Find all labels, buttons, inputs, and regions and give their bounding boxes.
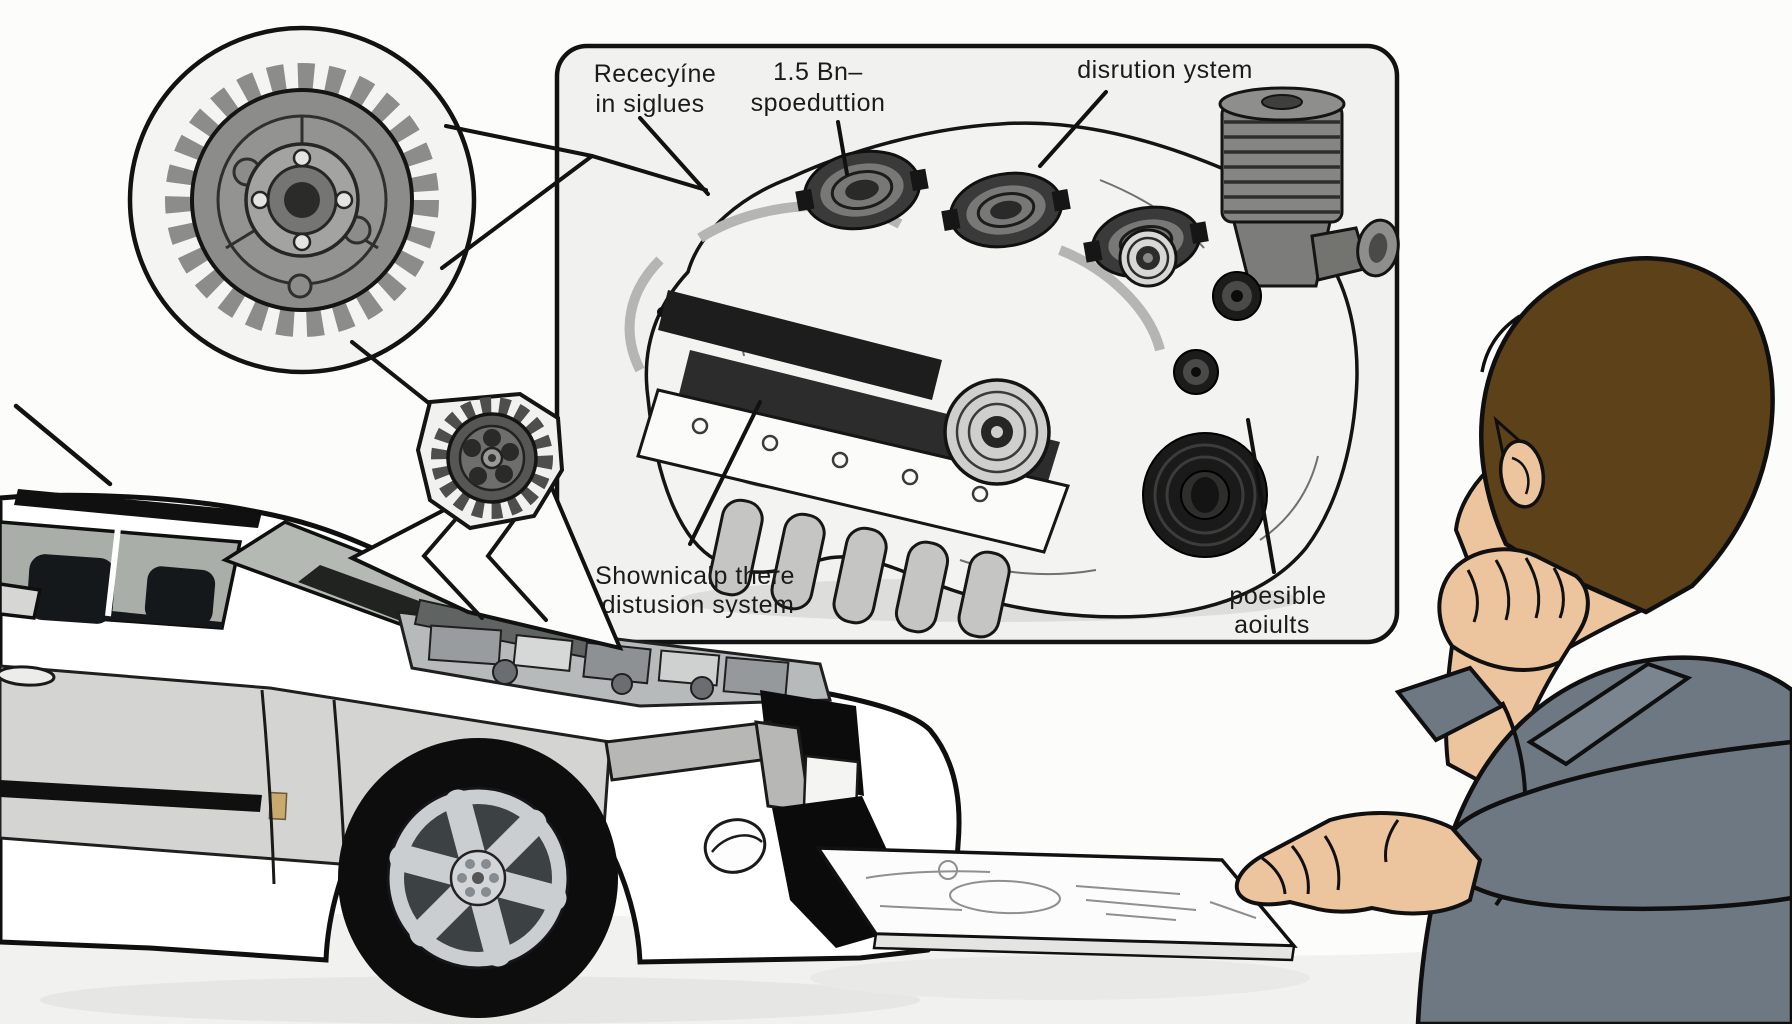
label-top-right: disrution ystem xyxy=(1077,56,1253,84)
hairline-notch xyxy=(1480,314,1521,373)
paper-sheet xyxy=(814,846,1298,962)
lug-nuts xyxy=(457,859,499,897)
side-mirror xyxy=(0,582,43,620)
label-bottom-right-line1: poesible xyxy=(1229,582,1326,610)
chin-hand xyxy=(1437,547,1590,672)
bubble-callout-lines xyxy=(440,124,708,270)
label-bottom-left-line1: Shownicalp there xyxy=(595,562,795,590)
leader-top-left xyxy=(638,116,710,196)
connector-lines xyxy=(350,340,548,622)
label-bottom-right-line2: aoiults xyxy=(1234,611,1310,639)
tensioner-pulley xyxy=(1212,271,1262,321)
detail-bubble xyxy=(127,25,477,375)
diagram-panel: Rececyíne in siglues 1.5 Bn– spoeduttion… xyxy=(440,43,1400,645)
roof-trim xyxy=(14,489,262,528)
label-top-left-line1: Rececyíne xyxy=(594,60,717,88)
label-bottom-left-line2: distusion system xyxy=(602,591,795,619)
front-wheel xyxy=(338,738,618,1018)
mechanic-figure xyxy=(1234,256,1792,1024)
leader-bottom-right xyxy=(1246,418,1276,574)
small-dark-pulley xyxy=(1173,349,1219,395)
gear-hub-bolts xyxy=(250,148,354,252)
front-fascia xyxy=(604,690,905,948)
intake-runners xyxy=(708,498,1011,639)
idler-pulley xyxy=(1118,228,1178,288)
leader-bottom-left xyxy=(688,400,762,546)
side-window xyxy=(0,520,243,630)
door-seam-rear xyxy=(260,689,276,885)
paper-shadow xyxy=(810,956,1310,1000)
ear xyxy=(1498,439,1546,509)
leader-top-right xyxy=(1038,90,1108,168)
paper-edge xyxy=(872,932,1296,962)
label-top-center-line2: spoeduttion xyxy=(751,89,886,117)
panel-labels: Rececyíne in siglues 1.5 Bn– spoeduttion… xyxy=(594,56,1326,639)
head-bolts xyxy=(691,417,989,503)
door-handle xyxy=(0,665,56,687)
label-top-center-line1: 1.5 Bn– xyxy=(773,58,863,86)
paper-face xyxy=(814,846,1298,948)
label-leader-lines xyxy=(638,90,1276,574)
engine-bay xyxy=(396,598,832,708)
jacket-collar xyxy=(1526,661,1693,767)
small-gear-holes xyxy=(463,429,519,485)
paper-sketch-lines xyxy=(865,860,1257,921)
small-timing-gear xyxy=(431,397,553,519)
crank-pulley xyxy=(1142,432,1268,558)
small-gear-assembly xyxy=(350,340,565,622)
pointing-hand xyxy=(1234,811,1483,916)
side-trim-strip xyxy=(0,780,262,812)
hair xyxy=(1479,256,1775,615)
car-illustration xyxy=(0,403,962,1018)
cam-carrier xyxy=(658,290,942,400)
fog-light xyxy=(703,818,767,874)
timing-gear-illustration xyxy=(165,63,439,337)
label-top-left-line2: in siglues xyxy=(595,90,704,118)
engine-illustration xyxy=(624,86,1400,639)
car-antenna xyxy=(13,403,113,487)
ribbed-canister xyxy=(1218,86,1400,288)
pulley-cluster xyxy=(943,228,1268,558)
leader-top-center xyxy=(836,120,849,176)
alternator-pulley xyxy=(943,378,1051,486)
